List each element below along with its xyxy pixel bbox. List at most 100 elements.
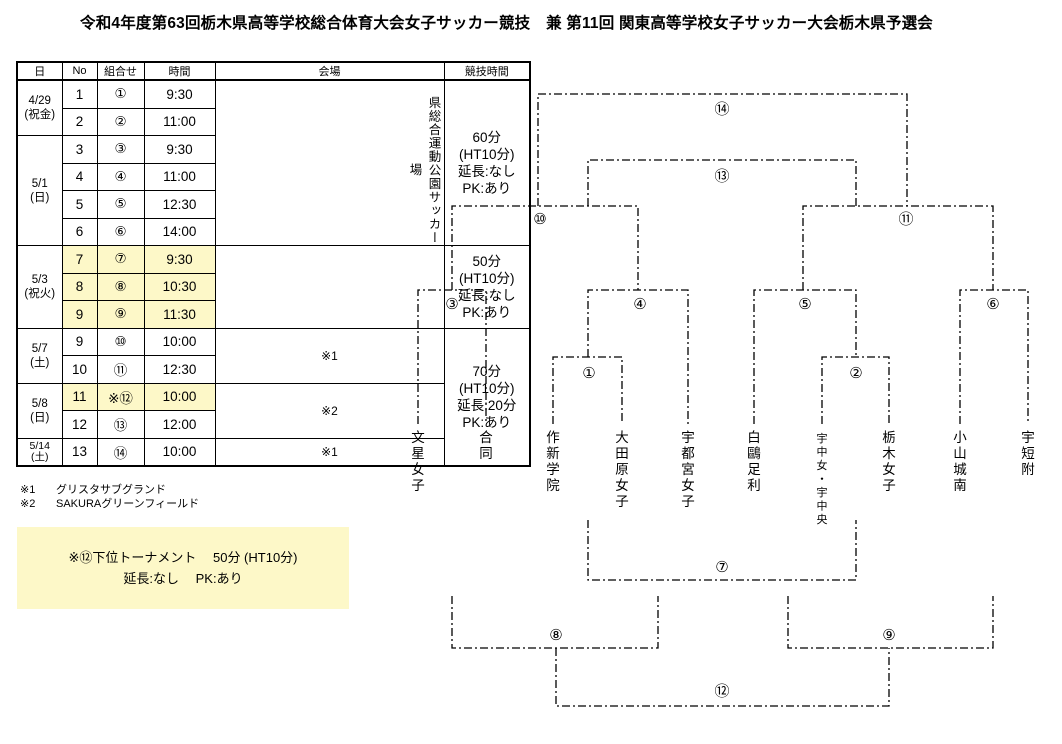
venue-cell: ※2: [214, 382, 445, 439]
header-day: 日: [16, 61, 63, 81]
match-label: ⑧: [549, 627, 562, 644]
note-item: ※1 グリスタサブグランド: [20, 483, 199, 497]
lower-tournament-box: ※⑫下位トーナメント 50分 (HT10分) 延長:なし PK:あり: [17, 527, 349, 609]
bracket-line-m7: [587, 520, 857, 581]
time-cell: 11:00: [143, 107, 216, 136]
no-cell: 4: [61, 162, 98, 191]
time-cell: 11:00: [143, 162, 216, 191]
time-cell: 10:00: [143, 437, 216, 467]
team-name: 小山城南: [953, 430, 967, 493]
duration-cell: 60分 (HT10分) 延長:なし PK:あり: [443, 79, 531, 246]
time-cell: 14:00: [143, 217, 216, 246]
venue-cell: ※1: [214, 327, 445, 384]
duration-cell: 70分 (HT10分) 延長:20分 PK:あり: [443, 327, 531, 467]
no-cell: 9: [61, 327, 98, 356]
table-row: 5/3 (祝火) 7 ⑦ 9:30 50分 (HT10分) 延長:なし PK:あ…: [16, 245, 531, 329]
match-label: ⑭: [714, 101, 729, 118]
table-row: 6 ⑥ 14:00: [17, 217, 530, 246]
day-cell: 5/1 (日): [16, 135, 63, 246]
table-row: 8 ⑧ 10:30: [17, 272, 530, 301]
lower-tournament-line2: 延長:なし PK:あり: [123, 571, 243, 586]
day-cell: 5/3 (祝火): [16, 245, 63, 329]
match-cell: ⑨: [96, 300, 145, 329]
venue-notes: ※1 グリスタサブグランド ※2 SAKURAグリーンフィールド: [20, 483, 199, 511]
match-cell: ②: [96, 107, 145, 136]
time-cell: 9:30: [143, 79, 216, 109]
match-label: ⑨: [882, 627, 895, 644]
table-row: 12 ⑬ 12:00: [17, 410, 530, 439]
bracket-line-m9: [787, 596, 994, 649]
match-cell: ⑭: [96, 437, 145, 467]
match-label: ⑤: [798, 296, 811, 313]
bracket-line-m10: [451, 205, 639, 290]
schedule-table: 日 No 組合せ 時間 会場 競技時間 4/29 (祝金) 1 ① 9:30 県…: [16, 61, 531, 467]
bracket-line-m11: [802, 205, 994, 290]
match-label: ⑦: [715, 559, 728, 576]
match-label: ④: [633, 296, 646, 313]
note-text: グリスタサブグランド: [56, 484, 166, 496]
day-cell: 5/7 (土): [16, 327, 63, 384]
match-cell: ⑦: [96, 245, 145, 274]
venue-cell: ※1: [214, 437, 445, 467]
bracket-line-m14: [537, 93, 908, 206]
match-cell: ⑥: [96, 217, 145, 246]
time-cell: 9:30: [143, 245, 216, 274]
time-cell: 12:30: [143, 190, 216, 219]
team-name: 栃木女子: [882, 430, 896, 493]
match-label: ⑪: [898, 211, 913, 228]
header-duration: 競技時間: [443, 61, 531, 81]
team-name: 作新学院: [546, 430, 560, 493]
table-row: 5/8 (日) 11 ※⑫ 10:00 ※2: [16, 382, 530, 439]
header-venue: 会場: [214, 61, 445, 81]
page-title: 令和4年度第63回栃木県高等学校総合体育大会女子サッカー競技 兼 第11回 関東…: [80, 15, 933, 32]
venue-cell: 県総合運動公園サッカー場: [214, 79, 445, 246]
team-name: 宇中女・宇中央: [817, 432, 828, 526]
match-label: ⑩: [533, 211, 546, 228]
time-cell: 9:30: [143, 135, 216, 164]
table-row: 5 ⑤ 12:30: [17, 190, 530, 219]
note-text: SAKURAグリーンフィールド: [56, 498, 200, 510]
table-row: 5/14 (土) 13 ⑭ 10:00 ※1: [16, 437, 530, 467]
match-cell: ⑧: [96, 272, 145, 301]
match-label: ⑥: [986, 296, 999, 313]
duration-cell: 50分 (HT10分) 延長:なし PK:あり: [443, 245, 531, 329]
venue-cell: [214, 245, 445, 328]
note-key: ※2: [20, 498, 36, 510]
table-row: 5/1 (日) 3 ③ 9:30: [16, 135, 530, 246]
bracket-line-m2: [821, 356, 890, 424]
time-cell: 11:30: [143, 300, 216, 329]
time-cell: 10:00: [143, 382, 216, 411]
table-row: 10 ⑪ 12:30: [17, 355, 530, 384]
bracket-line-m5: [753, 289, 857, 424]
table-row: 4 ④ 11:00: [17, 162, 530, 191]
table-row: 2 ② 11:00: [17, 107, 530, 136]
match-cell: ⑤: [96, 190, 145, 219]
table-row: 5/7 (土) 9 ⑩ 10:00 ※1 70分 (HT10分) 延長:20分 …: [16, 327, 531, 467]
no-cell: 3: [61, 135, 98, 164]
match-label: ③: [445, 296, 458, 313]
time-cell: 10:30: [143, 272, 216, 301]
table-header-row: 日 No 組合せ 時間 会場 競技時間: [16, 61, 531, 81]
time-cell: 12:30: [143, 355, 216, 384]
match-label: ①: [582, 365, 595, 382]
match-label: ⑬: [714, 168, 729, 185]
time-cell: 10:00: [143, 327, 216, 356]
no-cell: 8: [61, 272, 98, 301]
match-cell: ④: [96, 162, 145, 191]
match-cell: ⑩: [96, 327, 145, 356]
bracket-line-m13: [587, 159, 857, 206]
header-time: 時間: [143, 61, 216, 81]
match-label: ②: [849, 365, 862, 382]
note-key: ※1: [20, 484, 36, 496]
no-cell: 13: [61, 437, 98, 467]
table-row: 9 ⑨ 11:30: [17, 300, 530, 329]
bracket-line-m6: [959, 289, 1029, 424]
team-name: 白鷗足利: [747, 430, 761, 493]
team-name: 文星女子: [411, 430, 425, 493]
header-match: 組合せ: [96, 61, 145, 81]
no-cell: 6: [61, 217, 98, 246]
bracket-line-m12: [555, 648, 890, 707]
team-name: 宇短附: [1021, 430, 1035, 477]
team-name: 合同: [479, 430, 493, 461]
